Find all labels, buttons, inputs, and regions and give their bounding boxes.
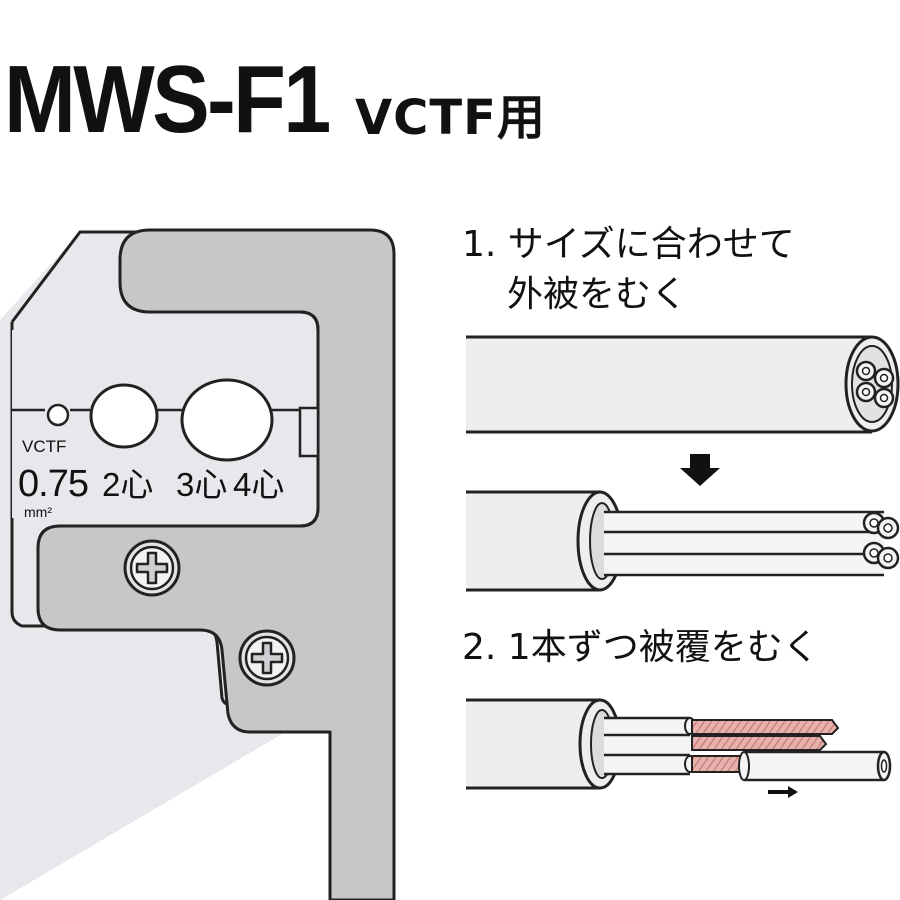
size-4-core: 4心 bbox=[233, 466, 284, 503]
cable-sheath-stripped bbox=[466, 490, 900, 592]
right-arrow-icon bbox=[768, 786, 798, 798]
hole-2-core bbox=[89, 383, 159, 449]
stripper-tool: VCTF 0.75 2心 3心 4心 mm² bbox=[0, 228, 396, 900]
step-1-line-2: 外被をむく bbox=[507, 274, 688, 315]
model-name: MWS-F1 bbox=[4, 46, 331, 153]
step-2-text: 2. 1本ずつ被覆をむく bbox=[462, 627, 819, 668]
cable-cores-stripped bbox=[466, 698, 892, 790]
cable-whole bbox=[466, 335, 900, 434]
tool-frame bbox=[36, 228, 396, 900]
size-0.75: 0.75 bbox=[18, 463, 88, 505]
insulation-sleeve bbox=[744, 752, 884, 780]
unit-label: mm² bbox=[24, 504, 52, 520]
step-1-line-1: 1. サイズに合わせて bbox=[462, 224, 795, 265]
copper-strand bbox=[691, 735, 828, 751]
copper-strand bbox=[691, 719, 840, 735]
phillips-screw-icon bbox=[238, 629, 296, 687]
down-arrow-icon bbox=[680, 454, 720, 486]
size-3-core: 3心 bbox=[176, 466, 227, 503]
size-2-core: 2心 bbox=[102, 466, 153, 503]
hole-0.75 bbox=[46, 403, 70, 427]
hole-3-4-core bbox=[180, 378, 274, 462]
phillips-screw-icon bbox=[123, 539, 181, 597]
cable-type-title: VCTF用 bbox=[355, 90, 546, 146]
type-label: VCTF bbox=[22, 437, 66, 456]
